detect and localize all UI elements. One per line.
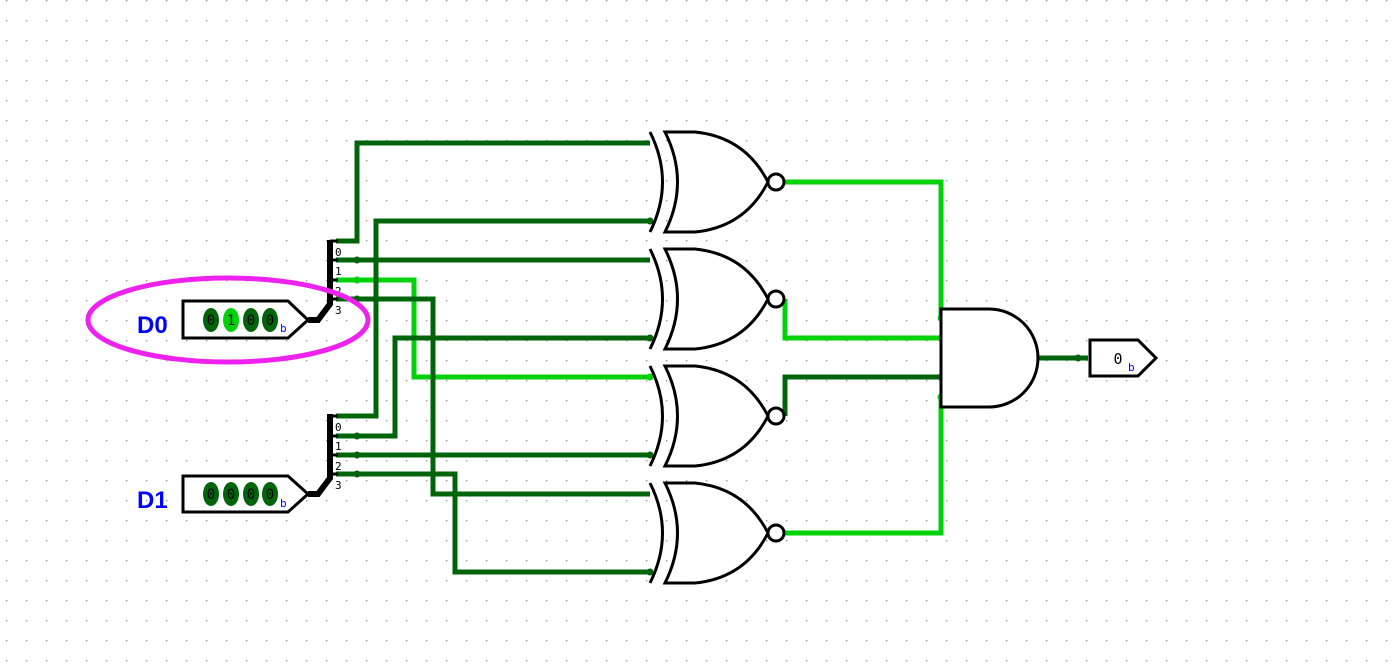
input-pin-d0-bit-0[interactable] xyxy=(203,308,219,332)
junction-dot xyxy=(353,256,361,264)
junction-dot xyxy=(646,334,654,342)
input-pin-d0-suffix: b xyxy=(280,322,287,335)
input-pin-d0-bit-text-0: 0 xyxy=(207,313,215,329)
input-pin-d0-label: D0 xyxy=(137,312,168,339)
input-pin-d1-bit-2[interactable] xyxy=(243,482,259,506)
splitter-d0-body xyxy=(308,240,333,323)
splitter-d1-label-0: 0 xyxy=(335,421,342,434)
output-pin-suffix: b xyxy=(1128,361,1135,374)
junction-dot xyxy=(353,451,361,459)
output-pin[interactable]: 0 b xyxy=(1088,338,1159,378)
input-pin-d1-bit-3[interactable] xyxy=(262,482,278,506)
output-pin-body xyxy=(1088,338,1159,378)
junction-dot xyxy=(646,373,654,381)
input-pin-d1-bits: 0 0 0 0 xyxy=(203,482,278,506)
output-pin-value: 0 xyxy=(1113,350,1122,368)
splitter-d1[interactable]: 0 1 2 3 xyxy=(308,414,342,497)
input-pin-d1-bit-1[interactable] xyxy=(223,482,239,506)
wire-d0-bit0[interactable] xyxy=(336,140,650,244)
junction-dot xyxy=(1074,354,1082,362)
input-pin-d1-bit-text-3: 0 xyxy=(266,487,274,503)
junction-dot xyxy=(646,451,654,459)
input-pin-d1-bit-text-1: 0 xyxy=(227,487,235,503)
junction-dot xyxy=(646,217,654,225)
splitter-d0-label-0: 0 xyxy=(335,246,342,259)
input-pin-d0-bits: 0 1 0 0 xyxy=(203,308,278,332)
wire-xnor2-out[interactable] xyxy=(782,299,941,341)
splitter-d0-label-1: 1 xyxy=(335,265,342,278)
input-pin-d1-suffix: b xyxy=(280,497,287,510)
wire-d1-bit0[interactable] xyxy=(336,218,650,419)
xnor-gate-4[interactable] xyxy=(648,481,786,585)
wire-xnor4-out[interactable] xyxy=(785,397,944,536)
splitter-d1-label-1: 1 xyxy=(335,440,342,453)
wire-d1-bit1[interactable] xyxy=(336,335,650,439)
splitter-d1-label-3: 3 xyxy=(335,479,342,492)
junction-dot xyxy=(353,432,361,440)
xnor-gate-2[interactable] xyxy=(648,247,786,351)
junction-dot xyxy=(353,276,361,284)
splitter-d0-label-3: 3 xyxy=(335,304,342,317)
input-pin-d0-bit-1[interactable] xyxy=(223,308,239,332)
junction-dot xyxy=(353,470,361,478)
wire-xnor1-out[interactable] xyxy=(785,179,944,318)
wire-xnor3-out[interactable] xyxy=(782,374,941,416)
input-pin-d1-bit-0[interactable] xyxy=(203,482,219,506)
xnor-gate-1[interactable] xyxy=(648,130,786,234)
highlight-ellipse xyxy=(85,275,371,365)
input-pin-d0-bit-2[interactable] xyxy=(243,308,259,332)
wire-d0-bit3[interactable] xyxy=(336,296,650,497)
junction-dot xyxy=(646,568,654,576)
input-pin-d0[interactable]: 0 1 0 0 b D0 xyxy=(85,275,371,365)
wire-d1-bit3[interactable] xyxy=(336,471,650,575)
input-pin-d0-bit-3[interactable] xyxy=(262,308,278,332)
splitter-d1-body xyxy=(308,414,333,497)
wires-d1 xyxy=(336,218,650,575)
input-pin-d1-bit-text-0: 0 xyxy=(207,487,215,503)
splitter-d1-label-2: 2 xyxy=(335,460,342,473)
wires-xnor-to-and xyxy=(782,179,1088,536)
input-pin-d0-bit-text-2: 0 xyxy=(247,313,255,329)
input-pin-d0-bit-text-1: 1 xyxy=(227,313,235,329)
input-pin-d1-bit-text-2: 0 xyxy=(247,487,255,503)
and-gate[interactable] xyxy=(939,307,1040,409)
input-pin-d0-bit-text-3: 0 xyxy=(266,313,274,329)
xnor-gate-3[interactable] xyxy=(648,364,786,468)
input-pin-d1-label: D1 xyxy=(137,487,168,514)
input-pin-d1[interactable]: 0 0 0 0 b D1 xyxy=(137,474,311,514)
